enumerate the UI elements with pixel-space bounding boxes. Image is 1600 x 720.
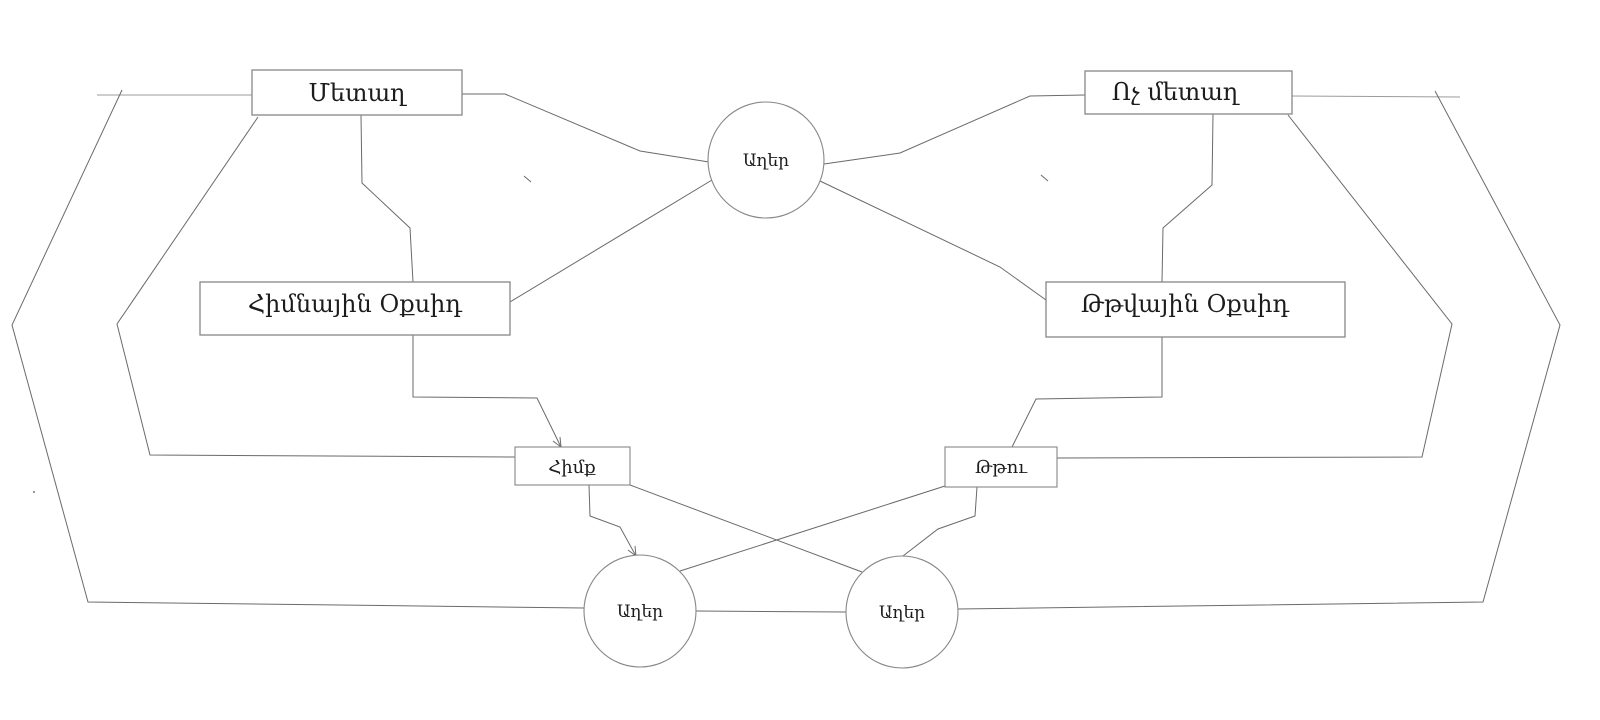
- edge-nonmetal-salts-bottom-right-outer: [957, 90, 1561, 610]
- salts-bottom-left-circle: [583, 554, 697, 668]
- salts-top-label: Աղեր: [743, 151, 789, 171]
- metal-label: Մետաղ: [309, 79, 408, 107]
- stray-tick-right: [1040, 174, 1049, 182]
- acidic-oxide-box: [1045, 281, 1346, 338]
- stray-tick-left: [523, 175, 532, 183]
- node-salts-bottom-left: Աղեր: [583, 554, 697, 668]
- metal-box: [251, 69, 463, 116]
- node-basic-oxide: Հիմնային Օքսիդ: [199, 281, 511, 336]
- salts-bottom-left-label: Աղեր: [617, 602, 663, 622]
- salts-bottom-right-label: Աղեր: [879, 603, 925, 623]
- stray-dot: [32, 490, 36, 494]
- edge-base-salts-bottom-right-cross: [629, 484, 863, 573]
- acidic-oxide-label: Թթվային Օքսիդ: [1081, 290, 1290, 318]
- nodes: Մետաղ Ոչ մետաղ Աղեր Հիմնային Օքսիդ Թթվայ…: [199, 69, 1346, 669]
- edge-basic-oxide-base: [412, 335, 562, 448]
- node-salts-top: Աղեր: [707, 101, 825, 219]
- edge-metal-base-inner: [116, 116, 516, 458]
- edge-base-salts-bottom-left: [588, 484, 637, 557]
- node-acid: Թթու: [944, 446, 1058, 488]
- edge-acid-salts-bottom-left-cross: [679, 485, 946, 572]
- edge-metal-basic-oxide: [360, 114, 414, 283]
- base-box: [514, 446, 631, 486]
- node-metal: Մետաղ: [251, 69, 463, 116]
- basic-oxide-box: [199, 281, 511, 336]
- node-nonmetal: Ոչ մետաղ: [1084, 70, 1293, 115]
- edge-acidic-oxide-salts-top: [819, 180, 1047, 301]
- edge-basic-oxide-salts-top: [504, 179, 713, 306]
- node-acidic-oxide: Թթվային Օքսիդ: [1045, 281, 1346, 338]
- edge-metal-salts-bottom-left-outer: [11, 89, 585, 609]
- basic-oxide-label: Հիմնային Օքսիդ: [248, 290, 463, 318]
- base-label: Հիմք: [548, 457, 596, 478]
- nonmetal-box: [1084, 70, 1293, 115]
- edge-salts-bottom-left-to-right: [695, 610, 847, 613]
- salts-bottom-right-circle: [845, 555, 959, 669]
- node-base: Հիմք: [514, 446, 631, 486]
- edge-nonmetal-acidic-oxide: [1161, 113, 1214, 283]
- edge-metal-salts-top: [462, 93, 710, 163]
- acid-box: [944, 446, 1058, 488]
- arrowhead-base-icon: [552, 436, 562, 448]
- edge-nonmetal-salts-top: [823, 94, 1086, 165]
- acid-label: Թթու: [975, 457, 1028, 478]
- nonmetal-label: Ոչ մետաղ: [1112, 78, 1240, 106]
- edge-nonmetal-right-stub: [1291, 95, 1461, 98]
- edge-nonmetal-acid-inner: [1056, 114, 1453, 459]
- edge-acidic-oxide-acid: [1011, 337, 1163, 448]
- node-salts-bottom-right: Աղեր: [845, 555, 959, 669]
- salts-top-circle: [707, 101, 825, 219]
- edge-acid-salts-bottom-right: [902, 486, 978, 557]
- edges: [11, 89, 1561, 613]
- arrowhead-salts-bottom-left-icon: [627, 545, 637, 557]
